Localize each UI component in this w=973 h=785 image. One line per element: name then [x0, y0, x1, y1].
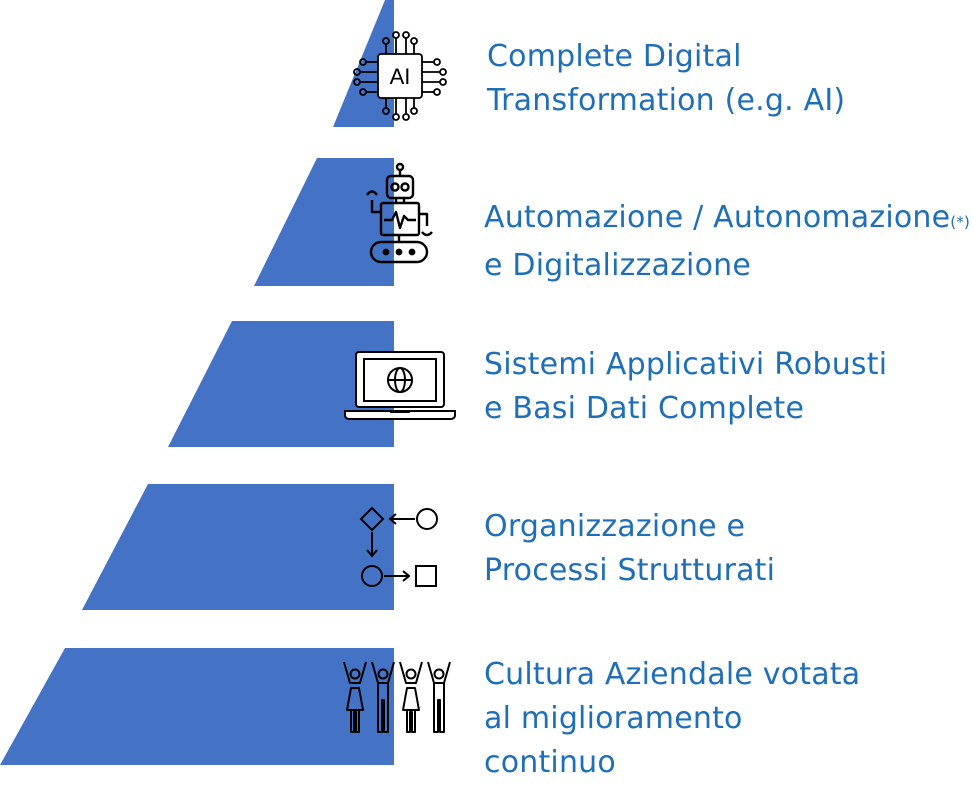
ai-chip-icon: AI	[353, 31, 447, 121]
level-3-label: Sistemi Applicativi Robusti e Basi Dati …	[484, 343, 887, 431]
level-4-label: Organizzazione e Processi Strutturati	[484, 505, 775, 593]
pyramid-band-2	[254, 158, 394, 286]
level-5-line-3: continuo	[484, 745, 616, 780]
level-2-line-2: e Digitalizzazione	[484, 248, 752, 283]
level-2-line-1-text: Automazione / Autonomazione	[484, 200, 951, 235]
level-5-label: Cultura Aziendale votata al migliorament…	[484, 653, 860, 785]
process-flow-icon	[359, 506, 438, 587]
level-5-line-2: al miglioramento	[484, 701, 743, 736]
level-1-line-2: Transformation (e.g. AI)	[487, 83, 846, 118]
level-3-line-2: e Basi Dati Complete	[484, 391, 805, 426]
footnote-marker: (*)	[950, 213, 971, 231]
level-2-line-1: Automazione / Autonomazione(*)	[484, 196, 970, 244]
ai-chip-label: AI	[390, 64, 411, 89]
robot-icon	[366, 162, 433, 264]
pyramid-band-4	[82, 484, 394, 610]
level-1-label: Complete Digital Transformation (e.g. AI…	[487, 35, 845, 123]
level-4-line-1: Organizzazione e	[484, 509, 746, 544]
people-celebrating-icon	[343, 661, 451, 733]
level-5-line-1: Cultura Aziendale votata	[484, 657, 861, 692]
level-3-line-1: Sistemi Applicativi Robusti	[484, 347, 888, 382]
laptop-globe-icon	[344, 351, 456, 420]
pyramid-band-3	[168, 321, 394, 447]
level-4-line-2: Processi Strutturati	[484, 553, 776, 588]
level-2-label: Automazione / Autonomazione(*) e Digital…	[484, 196, 970, 288]
level-1-line-1: Complete Digital	[487, 39, 742, 74]
pyramid-band-5	[0, 648, 394, 765]
